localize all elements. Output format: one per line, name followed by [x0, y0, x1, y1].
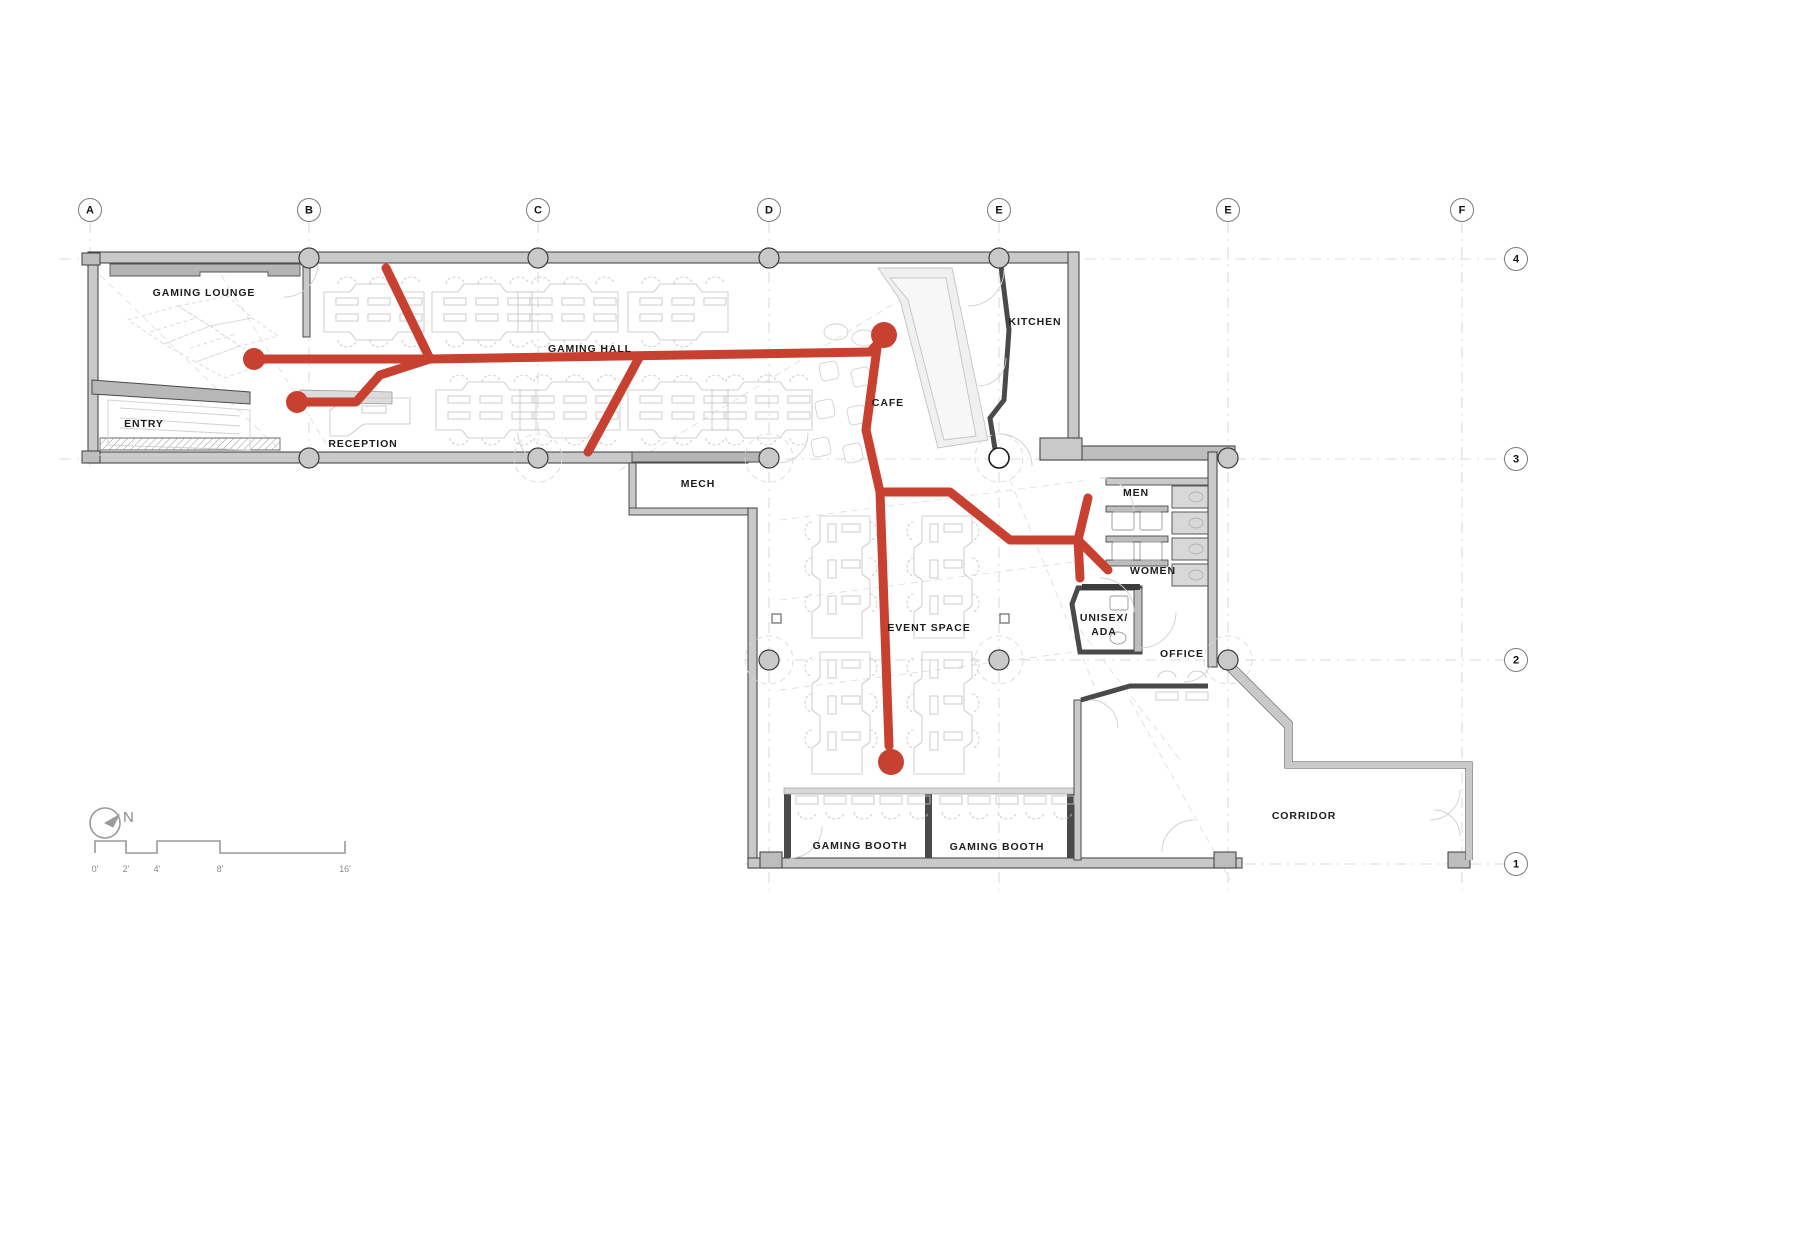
- north-arrow: N: [89, 807, 134, 839]
- circulation-nodes[interactable]: [243, 322, 904, 775]
- circulation-diagram[interactable]: [249, 263, 1113, 751]
- node-reception: [286, 391, 308, 413]
- grid-bubble-D[interactable]: D: [757, 198, 781, 222]
- room-label-unisex-ada-line1: UNISEX/: [1080, 612, 1128, 624]
- scale-tick-3: 8': [217, 864, 224, 874]
- grid-bubble-4[interactable]: 4: [1504, 247, 1528, 271]
- scale-tick-4: 16': [339, 864, 351, 874]
- grid-bubble-label: D: [765, 205, 773, 217]
- lounge-furniture: [126, 295, 280, 379]
- scale-bar: 0' 2' 4' 8' 16': [92, 840, 351, 874]
- north-arrow-label: N: [123, 809, 134, 826]
- grid-lines: [60, 222, 1504, 890]
- grid-bubble-1[interactable]: 1: [1504, 852, 1528, 876]
- grid-bubble-label: A: [86, 205, 94, 217]
- scale-tick-0: 0': [92, 864, 99, 874]
- grid-bubble-E1[interactable]: E: [987, 198, 1011, 222]
- scale-tick-2: 4': [154, 864, 161, 874]
- grid-bubble-label: 3: [1513, 454, 1519, 466]
- grid-bubble-E2[interactable]: E: [1216, 198, 1240, 222]
- grid-bubble-label: E: [995, 205, 1002, 217]
- grid-bubble-label: C: [534, 205, 542, 217]
- room-label-gaming-hall: GAMING HALL: [548, 343, 632, 355]
- room-label-women: WOMEN: [1130, 565, 1176, 577]
- grid-bubble-F[interactable]: F: [1450, 198, 1474, 222]
- room-label-office: OFFICE: [1160, 648, 1204, 660]
- grid-bubble-3[interactable]: 3: [1504, 447, 1528, 471]
- gaming-booth-workstations: [795, 795, 1075, 820]
- structural-columns: [298, 247, 1253, 685]
- grid-bubbles-rows: 4 3 2 1: [1504, 247, 1528, 876]
- event-space-workstations: [804, 515, 980, 775]
- gaming-hall-workstations: [323, 276, 813, 446]
- grid-bubble-label: F: [1459, 205, 1466, 217]
- room-label-entry: ENTRY: [124, 418, 164, 430]
- room-label-unisex-ada-line2: ADA: [1091, 626, 1116, 638]
- walls-east-wing: [747, 251, 1473, 869]
- grid-bubble-C[interactable]: C: [526, 198, 550, 222]
- grid-bubble-label: 2: [1513, 655, 1519, 667]
- room-label-gaming-booth-1: GAMING BOOTH: [813, 840, 908, 852]
- restroom-core: [1069, 477, 1209, 701]
- grid-bubble-B[interactable]: B: [297, 198, 321, 222]
- room-label-reception: RECEPTION: [328, 438, 397, 450]
- entry-linework: [98, 399, 300, 456]
- storefront-glazing: [91, 263, 761, 463]
- room-label-mech: MECH: [681, 478, 716, 490]
- room-labels: GAMING LOUNGE ENTRY RECEPTION GAMING HAL…: [124, 287, 1336, 853]
- node-event-space: [878, 749, 904, 775]
- room-label-men: MEN: [1123, 487, 1149, 499]
- room-label-event-space: EVENT SPACE: [887, 622, 970, 634]
- grid-bubble-2[interactable]: 2: [1504, 648, 1528, 672]
- scale-tick-1: 2': [123, 864, 130, 874]
- grid-bubble-label: 4: [1513, 254, 1520, 266]
- grid-bubble-label: E: [1224, 205, 1231, 217]
- room-label-cafe: CAFE: [872, 397, 904, 409]
- grid-bubble-label: 1: [1513, 859, 1519, 871]
- node-cafe: [871, 322, 897, 348]
- grid-bubble-label: B: [305, 205, 313, 217]
- room-label-corridor: CORRIDOR: [1272, 810, 1336, 822]
- grid-bubble-A[interactable]: A: [78, 198, 102, 222]
- grid-bubbles-columns: A B C D E E F: [78, 198, 1474, 222]
- cafe-counter: [877, 267, 989, 449]
- room-label-gaming-booth-2: GAMING BOOTH: [950, 841, 1045, 853]
- room-label-gaming-lounge: GAMING LOUNGE: [153, 287, 256, 299]
- node-gaming-lounge: [243, 348, 265, 370]
- room-label-kitchen: KITCHEN: [1009, 316, 1062, 328]
